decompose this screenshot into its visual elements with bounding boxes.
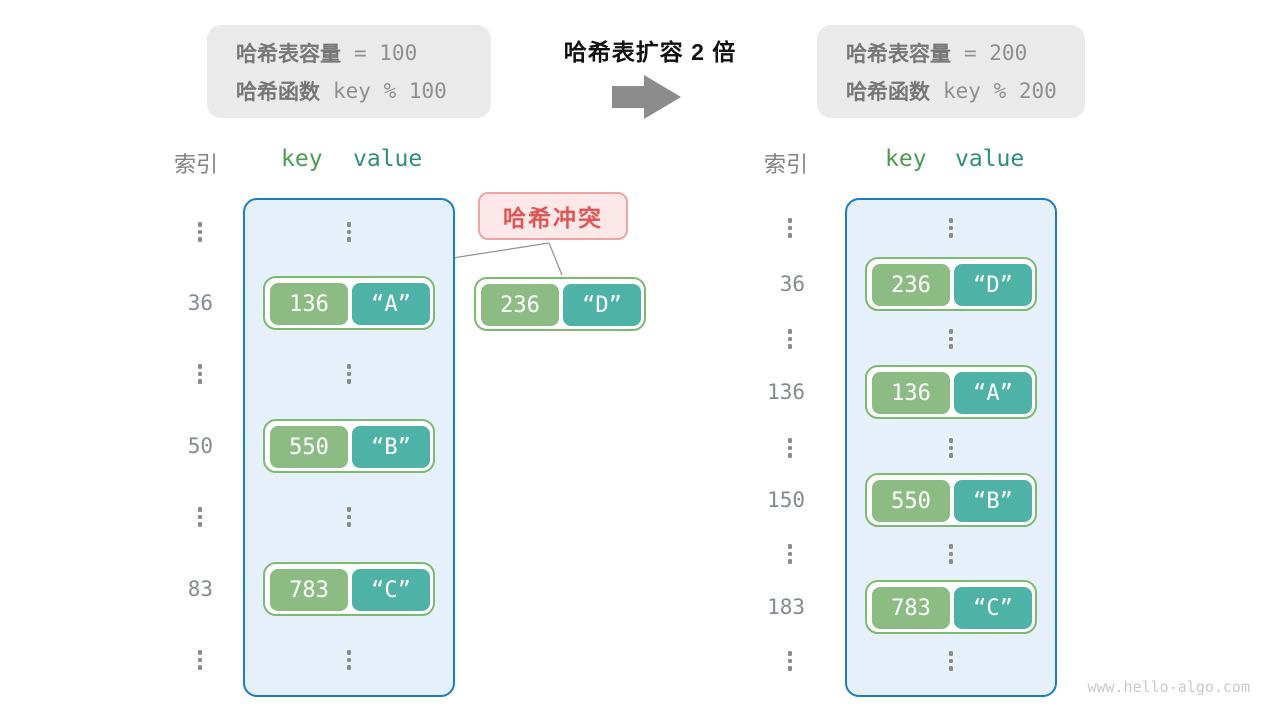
index-label: 36 <box>187 291 213 315</box>
value-box: “B” <box>352 426 430 468</box>
ellipsis-dots <box>346 650 352 670</box>
ellipsis-dots <box>346 222 352 242</box>
index-label: 183 <box>767 595 805 619</box>
value-box: “A” <box>954 372 1032 414</box>
hash-function-label: 哈希函数 <box>846 81 930 104</box>
value-box: “A” <box>352 283 430 325</box>
right-arrow-icon <box>612 75 681 119</box>
capacity-box-after: 哈希表容量 = 200 哈希函数 key % 200 <box>817 25 1085 118</box>
kv-pair: 136 “A” <box>865 365 1037 419</box>
value-box: “C” <box>954 587 1032 629</box>
kv-pair: 136 “A” <box>263 276 435 330</box>
key-header: key <box>281 146 323 172</box>
hash-function-label: 哈希函数 <box>236 81 320 104</box>
ellipsis-dots <box>787 438 793 458</box>
key-box: 136 <box>270 283 348 325</box>
capacity-label: 哈希表容量 <box>846 43 951 66</box>
kv-pair: 550 “B” <box>263 419 435 473</box>
value-box: “D” <box>954 264 1032 306</box>
key-box: 236 <box>481 284 559 326</box>
key-box: 783 <box>270 569 348 611</box>
value-box: “C” <box>352 569 430 611</box>
value-box: “B” <box>954 480 1032 522</box>
hash-conflict-badge: 哈希冲突 <box>478 192 628 240</box>
value-header: value <box>955 146 1025 172</box>
index-header: 索引 <box>174 152 219 177</box>
ellipsis-dots <box>197 364 203 384</box>
hash-function-value: key % 100 <box>333 79 447 103</box>
hash-function-value: key % 200 <box>943 79 1057 103</box>
value-box: “D” <box>563 284 641 326</box>
capacity-value: = 100 <box>354 41 418 65</box>
ellipsis-dots <box>787 544 793 564</box>
resize-title: 哈希表扩容 2 倍 <box>563 39 737 65</box>
index-label: 136 <box>767 380 805 404</box>
value-header: value <box>353 146 423 172</box>
ellipsis-dots <box>197 507 203 527</box>
site-watermark: www.hello-algo.com <box>1087 678 1250 696</box>
ellipsis-dots <box>197 650 203 670</box>
kv-pair: 550 “B” <box>865 473 1037 527</box>
kv-pair: 783 “C” <box>263 562 435 616</box>
conflict-kv-pair: 236 “D” <box>474 277 646 331</box>
ellipsis-dots <box>787 329 793 349</box>
key-box: 550 <box>270 426 348 468</box>
ellipsis-dots <box>346 507 352 527</box>
key-header: key <box>885 146 927 172</box>
ellipsis-dots <box>787 218 793 238</box>
key-box: 236 <box>872 264 950 306</box>
index-label: 83 <box>187 577 213 601</box>
index-label: 50 <box>187 434 213 458</box>
index-label: 36 <box>779 272 805 296</box>
index-header: 索引 <box>764 152 809 177</box>
key-box: 550 <box>872 480 950 522</box>
key-box: 136 <box>872 372 950 414</box>
conflict-connector-right <box>548 242 563 276</box>
ellipsis-dots <box>787 651 793 671</box>
kv-pair: 236 “D” <box>865 257 1037 311</box>
capacity-label: 哈希表容量 <box>236 43 341 66</box>
ellipsis-dots <box>948 651 954 671</box>
ellipsis-dots <box>197 222 203 242</box>
ellipsis-dots <box>346 364 352 384</box>
ellipsis-dots <box>948 218 954 238</box>
capacity-value: = 200 <box>964 41 1028 65</box>
ellipsis-dots <box>948 329 954 349</box>
kv-pair: 783 “C” <box>865 580 1037 634</box>
capacity-box-before: 哈希表容量 = 100 哈希函数 key % 100 <box>207 25 491 118</box>
ellipsis-dots <box>948 544 954 564</box>
ellipsis-dots <box>948 438 954 458</box>
key-box: 783 <box>872 587 950 629</box>
index-label: 150 <box>767 488 805 512</box>
